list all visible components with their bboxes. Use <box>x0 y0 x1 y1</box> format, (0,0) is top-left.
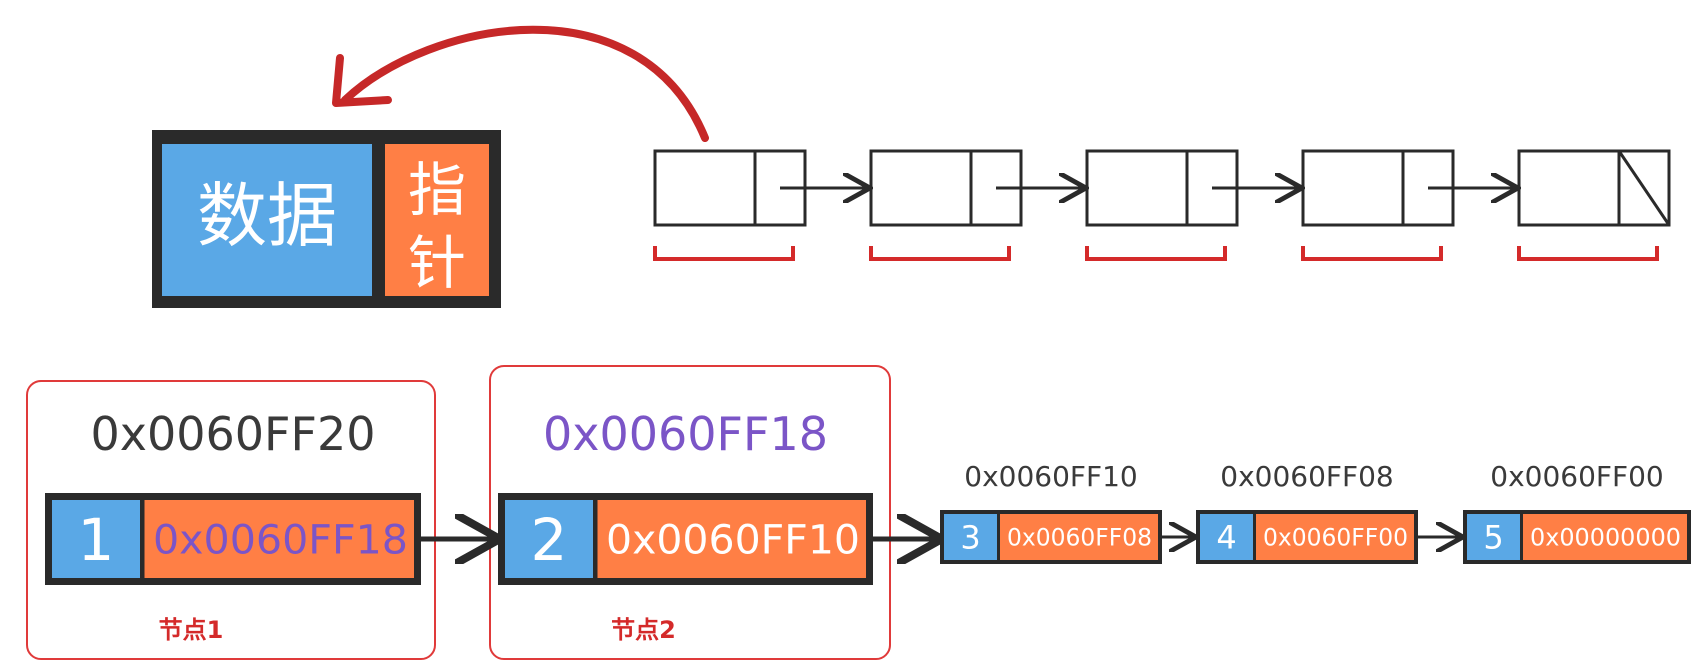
schematic-node-box <box>1517 149 1671 227</box>
null-pointer-slash <box>1617 150 1671 226</box>
memory-node-pointer-cell <box>1256 514 1414 560</box>
memory-node-value: 3 <box>960 519 980 557</box>
memory-node-data-cell <box>1200 514 1253 560</box>
memory-node-next-address: 0x0060FF00 <box>1263 524 1408 552</box>
memory-node-value: 5 <box>1483 519 1503 557</box>
memory-node-pointer-cell <box>144 500 414 578</box>
legend-data-label: 数据 <box>197 175 337 257</box>
memory-node-pointer-cell <box>1000 514 1158 560</box>
memory-node-data-cell <box>52 500 140 578</box>
memory-node-address: 0x0060FF00 <box>1490 460 1663 493</box>
memory-node-address: 0x0060FF18 <box>543 407 828 461</box>
memory-node-address: 0x0060FF08 <box>1220 460 1393 493</box>
red-curved-arrow <box>332 25 709 142</box>
memory-node: 2 0x0060FF10 0x0060FF18 节点2 <box>498 407 873 644</box>
memory-node-next-address: 0x0060FF10 <box>606 517 860 563</box>
memory-node: 4 0x0060FF00 0x0060FF08 <box>1196 460 1418 564</box>
memory-node-group-label: 节点1 <box>159 616 224 644</box>
schematic-node-bracket <box>1301 246 1443 261</box>
memory-node-pointer-cell <box>1523 514 1687 560</box>
memory-node-group-label: 节点2 <box>611 616 676 644</box>
memory-node-data-cell <box>1467 514 1520 560</box>
memory-node-data-cell <box>944 514 997 560</box>
node-1-group-box <box>26 380 436 660</box>
memory-node-next-address: 0x00000000 <box>1530 524 1681 552</box>
legend-pointer-label: 指 <box>408 156 466 224</box>
schematic-node-bracket <box>1517 246 1659 261</box>
schematic-node-bracket <box>653 246 795 261</box>
memory-node: 5 0x00000000 0x0060FF00 <box>1463 460 1691 564</box>
memory-node: 3 0x0060FF08 0x0060FF10 <box>940 460 1162 564</box>
memory-node-address: 0x0060FF10 <box>964 460 1137 493</box>
schematic-node-bracket <box>1085 246 1227 261</box>
legend-pointer-label-2: 针 <box>408 229 466 297</box>
memory-node-value: 4 <box>1216 519 1236 557</box>
memory-node-next-address: 0x0060FF08 <box>1007 524 1152 552</box>
memory-linked-list: 1 0x0060FF18 0x0060FF20 节点1 2 0x0060FF10 0x006… <box>45 407 1691 644</box>
memory-node-address: 0x0060FF20 <box>90 407 375 461</box>
memory-node: 1 0x0060FF18 0x0060FF20 节点1 <box>45 407 421 644</box>
memory-node-pointer-cell <box>597 500 866 578</box>
memory-node-value: 1 <box>78 506 115 574</box>
legend-node: 数据 指 针 <box>152 130 501 308</box>
schematic-linked-list <box>653 149 1671 261</box>
memory-node-data-cell <box>505 500 593 578</box>
schematic-node-bracket <box>869 246 1011 261</box>
node-2-group-box <box>489 365 891 660</box>
memory-node-value: 2 <box>531 506 568 574</box>
memory-node-next-address: 0x0060FF18 <box>153 517 408 563</box>
